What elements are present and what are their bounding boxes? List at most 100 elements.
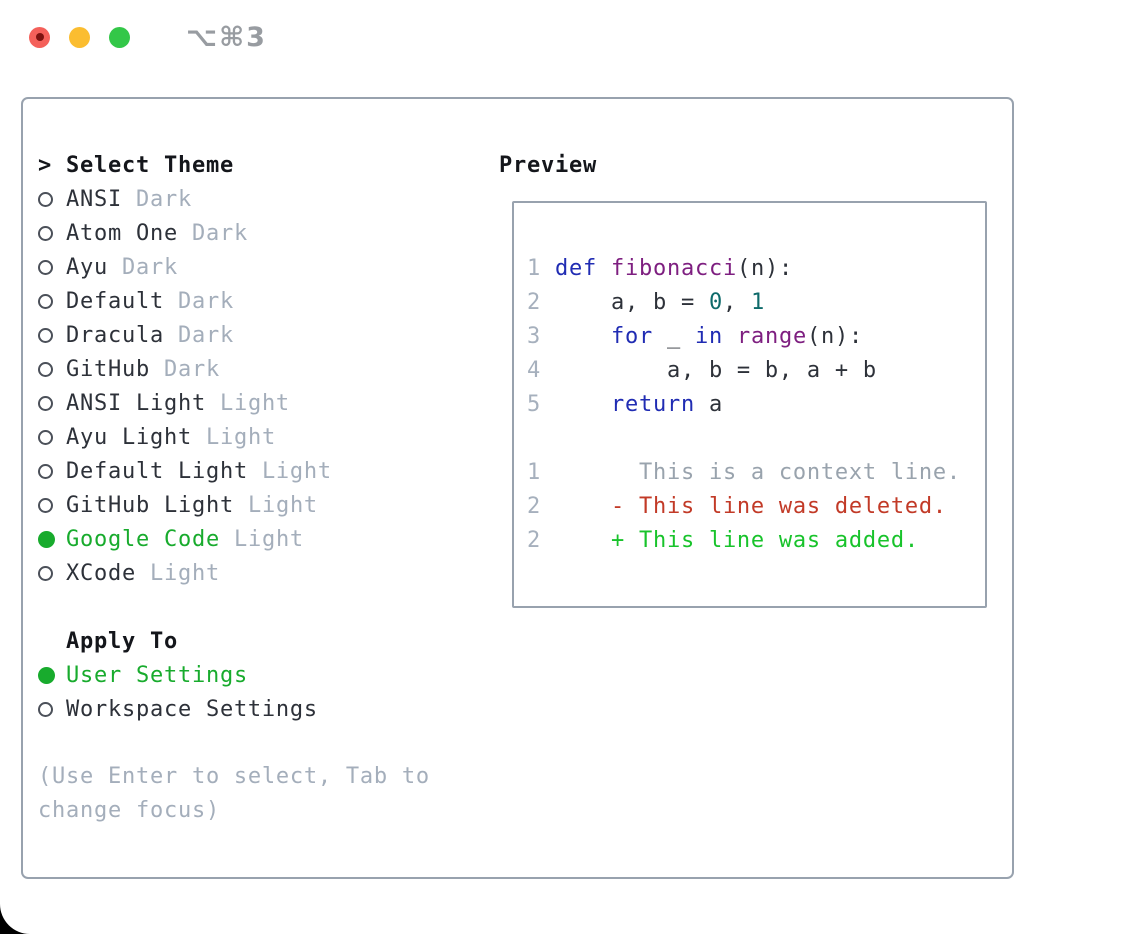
radio-unselected-icon xyxy=(38,701,53,717)
code-line: 5 return a xyxy=(527,387,985,421)
radio-unselected-icon xyxy=(38,429,53,445)
prompt-marker: > xyxy=(38,153,66,178)
code-line: 4 a, b = b, a + b xyxy=(527,353,985,387)
code-token: 0 xyxy=(708,289,723,315)
theme-name: Ayu xyxy=(66,254,108,280)
radio-marker xyxy=(38,497,66,513)
theme-name: GitHub xyxy=(66,356,150,382)
code-token: for xyxy=(610,323,653,349)
radio-marker xyxy=(38,463,66,479)
radio-unselected-icon xyxy=(38,463,53,479)
radio-marker xyxy=(38,327,66,343)
code-token xyxy=(597,256,611,281)
code-token: fibonacci xyxy=(611,255,737,281)
theme-name: XCode xyxy=(66,560,136,586)
radio-marker xyxy=(38,429,66,445)
line-number: 1 xyxy=(527,255,541,281)
apply-to-header: Apply To xyxy=(38,624,490,658)
theme-variant: Light xyxy=(261,458,332,484)
theme-variant: Dark xyxy=(122,254,178,280)
code-token: range xyxy=(736,323,807,349)
apply-to-title: Apply To xyxy=(66,628,178,654)
code-text: def fibonacci(n): xyxy=(555,256,793,281)
spacer xyxy=(38,726,490,760)
prompt-chevron: > xyxy=(38,152,52,178)
code-token: (n): xyxy=(806,323,863,349)
code-text: for _ in range(n): xyxy=(555,324,863,349)
zoom-button[interactable] xyxy=(109,26,130,48)
code-token xyxy=(555,324,611,349)
help-text: (Use Enter to select, Tab to change focu… xyxy=(38,764,430,823)
radio-selected-icon xyxy=(38,530,55,548)
preview-title: Preview xyxy=(499,152,597,178)
apply-to-label: Workspace Settings xyxy=(66,696,318,722)
radio-marker xyxy=(38,361,66,377)
theme-variant: Dark xyxy=(163,356,220,382)
radio-unselected-icon xyxy=(38,293,53,309)
code-token: 1 xyxy=(750,289,765,315)
code-token xyxy=(555,392,611,417)
code-token: a xyxy=(694,391,723,417)
radio-unselected-icon xyxy=(38,191,53,207)
theme-variant: Light xyxy=(219,390,290,416)
theme-option[interactable]: ANSI Dark xyxy=(38,182,490,216)
theme-variant: Light xyxy=(205,424,276,450)
apply-to-option[interactable]: User Settings xyxy=(38,658,490,692)
close-button[interactable] xyxy=(29,26,50,48)
theme-variant: Light xyxy=(233,526,304,552)
code-token: a, b = xyxy=(555,289,709,315)
radio-marker xyxy=(38,666,66,684)
theme-option[interactable]: GitHub Dark xyxy=(38,352,490,386)
title-bar: ⌥⌘3 xyxy=(29,22,267,53)
radio-marker xyxy=(38,293,66,309)
code-token: _ xyxy=(652,323,695,349)
code-token: a, b = b, a + b xyxy=(555,357,877,383)
radio-unselected-icon xyxy=(38,225,53,241)
window-title: ⌥⌘3 xyxy=(186,21,267,53)
radio-marker xyxy=(38,191,66,207)
line-number: 2 xyxy=(527,527,541,553)
theme-variant: Dark xyxy=(135,186,192,212)
radio-marker xyxy=(38,259,66,275)
theme-name: Default Light xyxy=(66,458,248,484)
line-number: 2 xyxy=(527,289,541,315)
code-line: 2 a, b = 0, 1 xyxy=(527,285,985,319)
theme-option[interactable]: Default Light Light xyxy=(38,454,490,488)
theme-option[interactable]: Ayu Dark xyxy=(38,250,490,284)
apply-to-label: User Settings xyxy=(66,662,248,688)
theme-option[interactable]: Google Code Light xyxy=(38,522,490,556)
select-theme-title: Select Theme xyxy=(66,152,234,178)
code-token: (n): xyxy=(736,255,793,281)
minimize-button[interactable] xyxy=(69,26,90,48)
theme-name: Google Code xyxy=(66,526,220,552)
radio-marker xyxy=(38,530,66,548)
spacer xyxy=(38,590,490,624)
radio-selected-icon xyxy=(38,666,55,684)
theme-name: Atom One xyxy=(66,220,178,246)
code-token: in xyxy=(694,323,723,349)
diff-text: - This line was deleted. xyxy=(555,493,947,519)
code-text: a, b = 0, 1 xyxy=(555,290,765,315)
radio-unselected-icon xyxy=(38,497,53,513)
code-token: def xyxy=(555,255,597,281)
theme-variant: Dark xyxy=(177,322,234,348)
diff-text: This is a context line. xyxy=(555,459,961,485)
close-dot-icon xyxy=(35,33,44,41)
diff-line: 1 This is a context line. xyxy=(527,455,985,489)
radio-marker xyxy=(38,395,66,411)
radio-unselected-icon xyxy=(38,395,53,411)
apply-to-option[interactable]: Workspace Settings xyxy=(38,692,490,726)
theme-name: ANSI xyxy=(66,186,122,212)
code-line: 1 def fibonacci(n): xyxy=(527,251,985,285)
